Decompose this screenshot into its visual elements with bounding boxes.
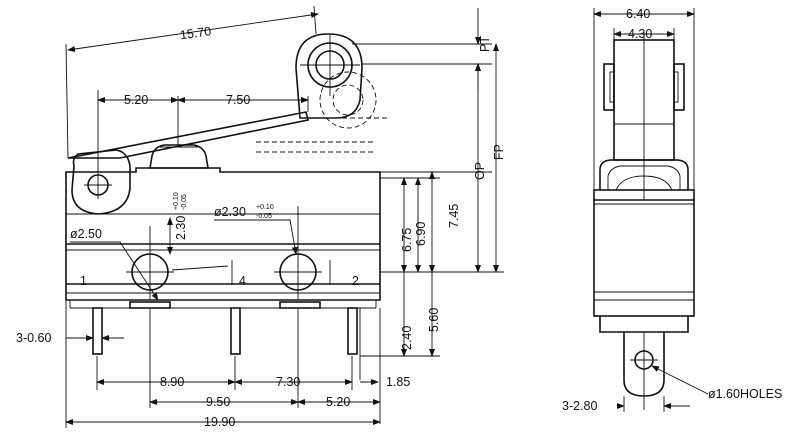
svg-text:5.60: 5.60 (427, 308, 441, 332)
svg-text:6.75: 6.75 (400, 228, 414, 252)
dimension-depths: 2.40 5.60 (360, 272, 441, 357)
dimension-terminal-holes: ø1.60HOLES (651, 365, 782, 401)
dimension-hole-spacing: 9.50 5.20 (149, 308, 381, 409)
end-view-body (593, 159, 695, 317)
dimension-terminal-width: 3-2.80 (562, 396, 690, 413)
svg-text:4.30: 4.30 (628, 27, 652, 41)
svg-text:PT: PT (478, 36, 492, 52)
dimension-end-width: 6.40 (593, 7, 695, 190)
side-view: 1 4 2 15.70 5.20 7.50 PT (16, 5, 506, 429)
svg-text:FP: FP (492, 144, 506, 160)
svg-text:ø2.50: ø2.50 (70, 227, 102, 241)
dimension-roller-width: 4.30 (613, 27, 675, 41)
terminal-2-label: 2 (352, 274, 359, 288)
dimension-hole-left: ø2.50 (70, 227, 159, 301)
svg-text:2.30: 2.30 (174, 216, 188, 240)
terminal-pins (92, 307, 361, 390)
dimension-heights: 6.75 6.90 7.45 (380, 171, 461, 273)
svg-text:7.50: 7.50 (226, 93, 250, 107)
svg-text:6.40: 6.40 (626, 7, 650, 21)
roller-wheel (256, 33, 390, 153)
svg-text:5.20: 5.20 (326, 395, 350, 409)
dimension-lever-length: 15.70 (65, 5, 319, 159)
plunger (149, 144, 209, 169)
svg-text:9.50: 9.50 (206, 395, 230, 409)
svg-text:5.20: 5.20 (124, 93, 148, 107)
svg-text:19.90: 19.90 (204, 415, 235, 429)
svg-text:7.45: 7.45 (447, 204, 461, 228)
svg-text:3-2.80: 3-2.80 (562, 399, 597, 413)
mounting-hole-left (126, 226, 174, 300)
dimension-hole-right: ø2.30 +0.10 -0.05 (214, 204, 298, 255)
dimension-travel: PT OP FP (352, 8, 506, 273)
svg-text:+0.10: +0.10 (173, 192, 180, 210)
svg-text:3-0.60: 3-0.60 (16, 331, 51, 345)
dimension-hole-vertical: 2.30 +0.10 -0.05 (167, 192, 188, 255)
svg-text:6.90: 6.90 (414, 222, 428, 246)
svg-text:ø2.30: ø2.30 (214, 205, 246, 219)
end-view-roller (603, 30, 685, 200)
svg-text:7.30: 7.30 (276, 375, 300, 389)
svg-text:2.40: 2.40 (400, 326, 414, 350)
svg-text:+0.10: +0.10 (256, 204, 274, 211)
mounting-hole-right (274, 206, 322, 300)
dimension-pivot-plunger-roller: 5.20 7.50 (97, 93, 309, 145)
svg-text:1.85: 1.85 (386, 375, 410, 389)
svg-text:ø1.60HOLES: ø1.60HOLES (708, 387, 782, 401)
dimension-terminal-thickness: 3-0.60 (16, 331, 124, 345)
end-view: 6.40 4.30 3-2.80 ø1.60HOLES (562, 7, 782, 413)
switch-body (65, 167, 381, 309)
dimension-overall-length: 19.90 (65, 300, 381, 429)
dimension-pin-spacing: 8.90 7.30 1.85 (96, 308, 410, 424)
terminal-4-label: 4 (239, 274, 246, 288)
lever-arm (67, 90, 309, 215)
svg-text:15.70: 15.70 (179, 24, 212, 42)
end-view-terminal (599, 316, 689, 410)
svg-text:OP: OP (473, 162, 487, 180)
svg-text:-0.05: -0.05 (181, 194, 188, 210)
svg-text:-0.05: -0.05 (256, 213, 272, 220)
svg-text:8.90: 8.90 (160, 375, 184, 389)
terminal-1-label: 1 (80, 274, 87, 288)
